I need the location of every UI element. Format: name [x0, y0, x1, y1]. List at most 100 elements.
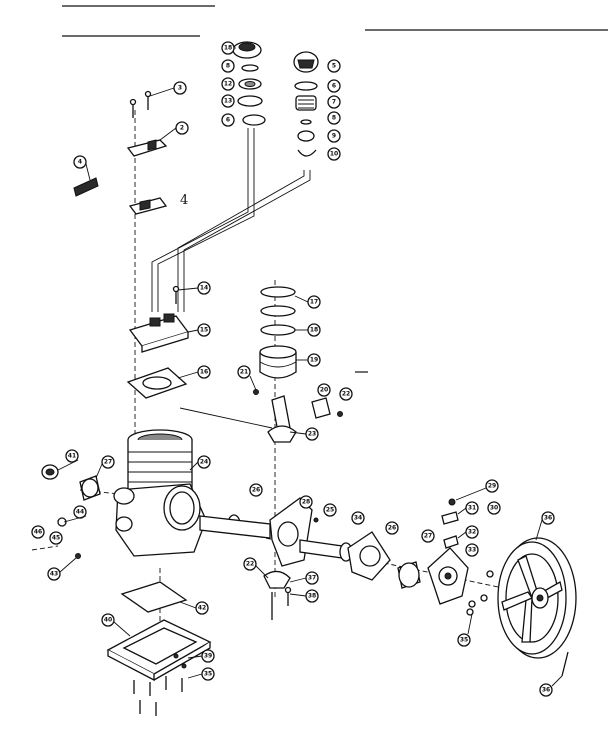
svg-text:25: 25 — [326, 507, 334, 514]
callout-c31: 34 — [351, 511, 365, 525]
svg-text:23: 23 — [308, 431, 316, 438]
callout-c43: 43 — [47, 567, 61, 581]
callout-c8: 7 — [327, 95, 341, 109]
svg-text:38: 38 — [308, 593, 316, 600]
svg-text:32: 32 — [468, 529, 476, 536]
callout-c5: 6 — [221, 113, 235, 127]
svg-text:21: 21 — [240, 369, 248, 376]
svg-text:16: 16 — [200, 369, 208, 376]
callout-c18: 17 — [307, 295, 321, 309]
svg-text:15: 15 — [200, 327, 208, 334]
left-side-parts — [31, 464, 101, 559]
svg-text:17: 17 — [310, 299, 318, 306]
callout-c15: 14 — [197, 281, 211, 295]
svg-text:28: 28 — [302, 499, 310, 506]
svg-text:30: 30 — [490, 505, 498, 512]
callout-c34: 29 — [485, 479, 499, 493]
callout-c6: 5 — [327, 59, 341, 73]
callout-c24: 23 — [305, 427, 319, 441]
svg-text:42: 42 — [198, 605, 206, 612]
svg-text:22: 22 — [246, 561, 254, 568]
svg-text:13: 13 — [224, 98, 232, 105]
svg-text:41: 41 — [68, 453, 76, 460]
callout-c28: 26 — [249, 483, 263, 497]
callout-c50: 35 — [201, 667, 215, 681]
crankshaft — [199, 497, 357, 567]
end-cover — [427, 498, 494, 616]
svg-text:27: 27 — [104, 459, 112, 466]
callout-c49: 39 — [201, 649, 215, 663]
callout-c38: 33 — [465, 543, 479, 557]
callout-c32: 26 — [385, 521, 399, 535]
svg-text:19: 19 — [310, 357, 318, 364]
svg-text:20: 20 — [320, 387, 328, 394]
discharge-valve-stack — [293, 51, 319, 157]
connecting-rod — [179, 389, 343, 443]
handwritten-note: 4 — [180, 193, 188, 208]
svg-text:3: 3 — [178, 85, 182, 92]
svg-text:22: 22 — [342, 391, 350, 398]
svg-text:5: 5 — [332, 63, 336, 70]
svg-text:18: 18 — [310, 327, 318, 334]
svg-text:39: 39 — [204, 653, 212, 660]
svg-text:6: 6 — [226, 117, 230, 124]
flywheel — [497, 537, 577, 677]
svg-text:46: 46 — [34, 529, 42, 536]
svg-text:35: 35 — [460, 637, 468, 644]
callout-c36: 30 — [487, 501, 501, 515]
svg-text:10: 10 — [330, 151, 338, 158]
svg-text:18: 18 — [224, 45, 232, 52]
svg-text:29: 29 — [488, 483, 496, 490]
callout-c4: 13 — [221, 94, 235, 108]
callout-c3: 12 — [221, 77, 235, 91]
callout-c46: 38 — [305, 589, 319, 603]
callout-c45: 37 — [305, 571, 319, 585]
callout-c11: 10 — [327, 147, 341, 161]
svg-text:40: 40 — [104, 617, 112, 624]
svg-text:12: 12 — [224, 81, 232, 88]
piston-assembly — [259, 286, 297, 379]
main-bearing — [347, 531, 421, 589]
svg-text:9: 9 — [332, 133, 336, 140]
svg-text:26: 26 — [252, 487, 260, 494]
callout-c41: 46 — [31, 525, 45, 539]
svg-text:36: 36 — [544, 515, 552, 522]
svg-text:43: 43 — [50, 571, 58, 578]
callout-c42: 45 — [49, 531, 63, 545]
svg-text:2: 2 — [180, 125, 184, 132]
svg-text:35: 35 — [204, 671, 212, 678]
callout-c29: 28 — [299, 495, 313, 509]
svg-text:44: 44 — [76, 509, 84, 516]
callout-c19: 18 — [307, 323, 321, 337]
svg-text:31: 31 — [468, 505, 476, 512]
callout-c12: 3 — [173, 81, 187, 95]
intake-valve-stack — [232, 41, 266, 126]
callout-c27: 24 — [197, 455, 211, 469]
callout-c10: 9 — [327, 129, 341, 143]
base-plate — [106, 581, 212, 682]
callout-c16: 15 — [197, 323, 211, 337]
valve-plate-parts — [73, 90, 168, 215]
callout-c52: 36 — [539, 683, 553, 697]
svg-text:33: 33 — [468, 547, 476, 554]
callout-c22: 20 — [317, 383, 331, 397]
callout-c1: 18 — [221, 41, 235, 55]
callout-c39: 36 — [541, 511, 555, 525]
callout-c17: 16 — [197, 365, 211, 379]
rod-cap — [263, 570, 292, 620]
callout-c51: 35 — [457, 633, 471, 647]
callout-c25: 41 — [65, 449, 79, 463]
callout-c44: 22 — [243, 557, 257, 571]
callout-c13: 2 — [175, 121, 189, 135]
svg-text:4: 4 — [78, 159, 82, 166]
svg-text:36: 36 — [542, 687, 550, 694]
callout-c37: 32 — [465, 525, 479, 539]
callout-c26: 27 — [101, 455, 115, 469]
callout-c40: 44 — [73, 505, 87, 519]
svg-text:45: 45 — [52, 535, 60, 542]
svg-text:8: 8 — [332, 115, 336, 122]
callout-c33: 27 — [421, 529, 435, 543]
callout-c35: 31 — [465, 501, 479, 515]
callout-c2: 8 — [221, 59, 235, 73]
